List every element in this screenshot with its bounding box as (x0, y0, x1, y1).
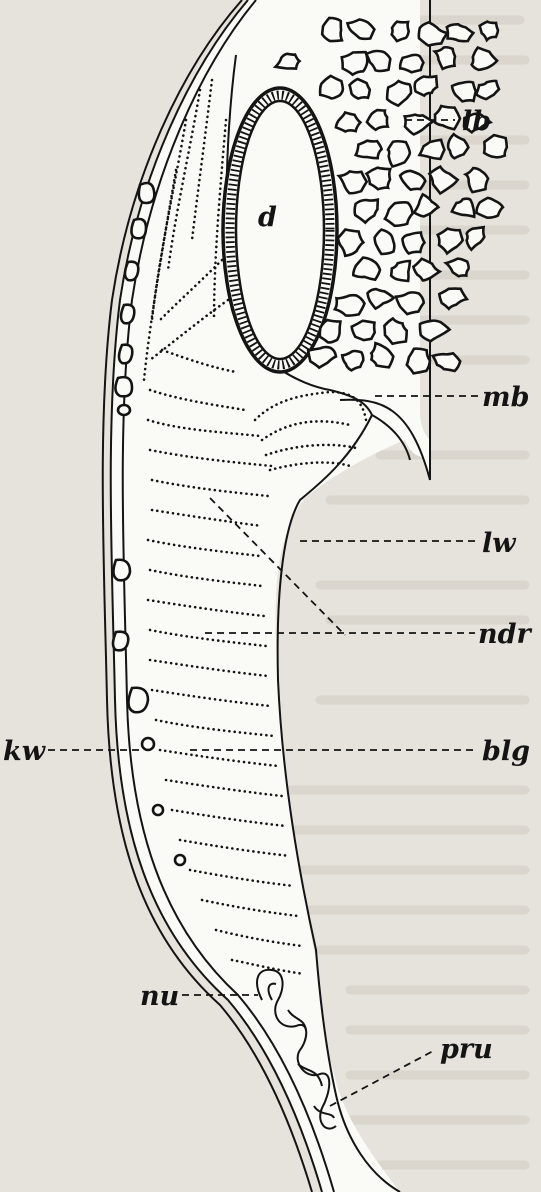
gland-lobule (356, 141, 382, 159)
label-lw: lw (482, 528, 517, 559)
gland-lobule (322, 18, 342, 41)
label-lb: lb (462, 106, 491, 137)
gland-lobule (400, 55, 423, 72)
label-d: d (258, 202, 277, 233)
label-blg: blg (482, 736, 530, 767)
gland-lobule (350, 79, 370, 99)
gland-lobule (342, 52, 368, 75)
label-kw: kw (3, 736, 47, 767)
label-nu: nu (140, 981, 179, 1012)
label-pru: pru (440, 1034, 493, 1065)
gland-lobule (392, 22, 409, 41)
label-mb: mb (482, 382, 529, 413)
gland-lobule (320, 320, 341, 342)
gland-lobule (435, 106, 460, 129)
gland-lobule (352, 321, 375, 340)
gland-lobule (484, 135, 507, 157)
label-ndr: ndr (478, 619, 533, 650)
gland-lobule (402, 233, 424, 254)
